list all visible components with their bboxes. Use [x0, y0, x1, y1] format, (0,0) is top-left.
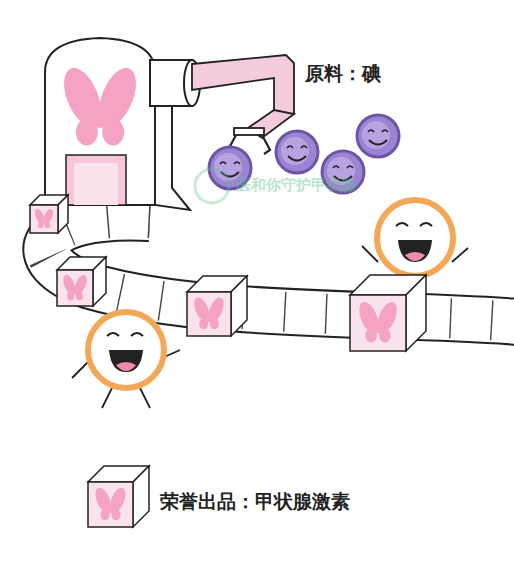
legend-box-icon	[88, 466, 149, 527]
watermark-text: 医和你守护甲状腺	[236, 176, 356, 194]
smiling-person	[72, 312, 180, 408]
hormone-box	[350, 275, 426, 351]
watermark-logo	[195, 169, 229, 203]
factory-machine	[45, 38, 200, 210]
material-label: 原料：碘	[305, 62, 381, 85]
legend-text: 荣誉出品：甲状腺激素	[160, 490, 350, 513]
legend-item: 荣誉出品：甲状腺激素	[160, 490, 350, 513]
hormone-box	[57, 257, 106, 306]
smiling-person	[362, 200, 468, 276]
iodine-balls	[209, 115, 399, 193]
hormone-box	[187, 276, 247, 336]
hormone-box	[30, 195, 68, 233]
